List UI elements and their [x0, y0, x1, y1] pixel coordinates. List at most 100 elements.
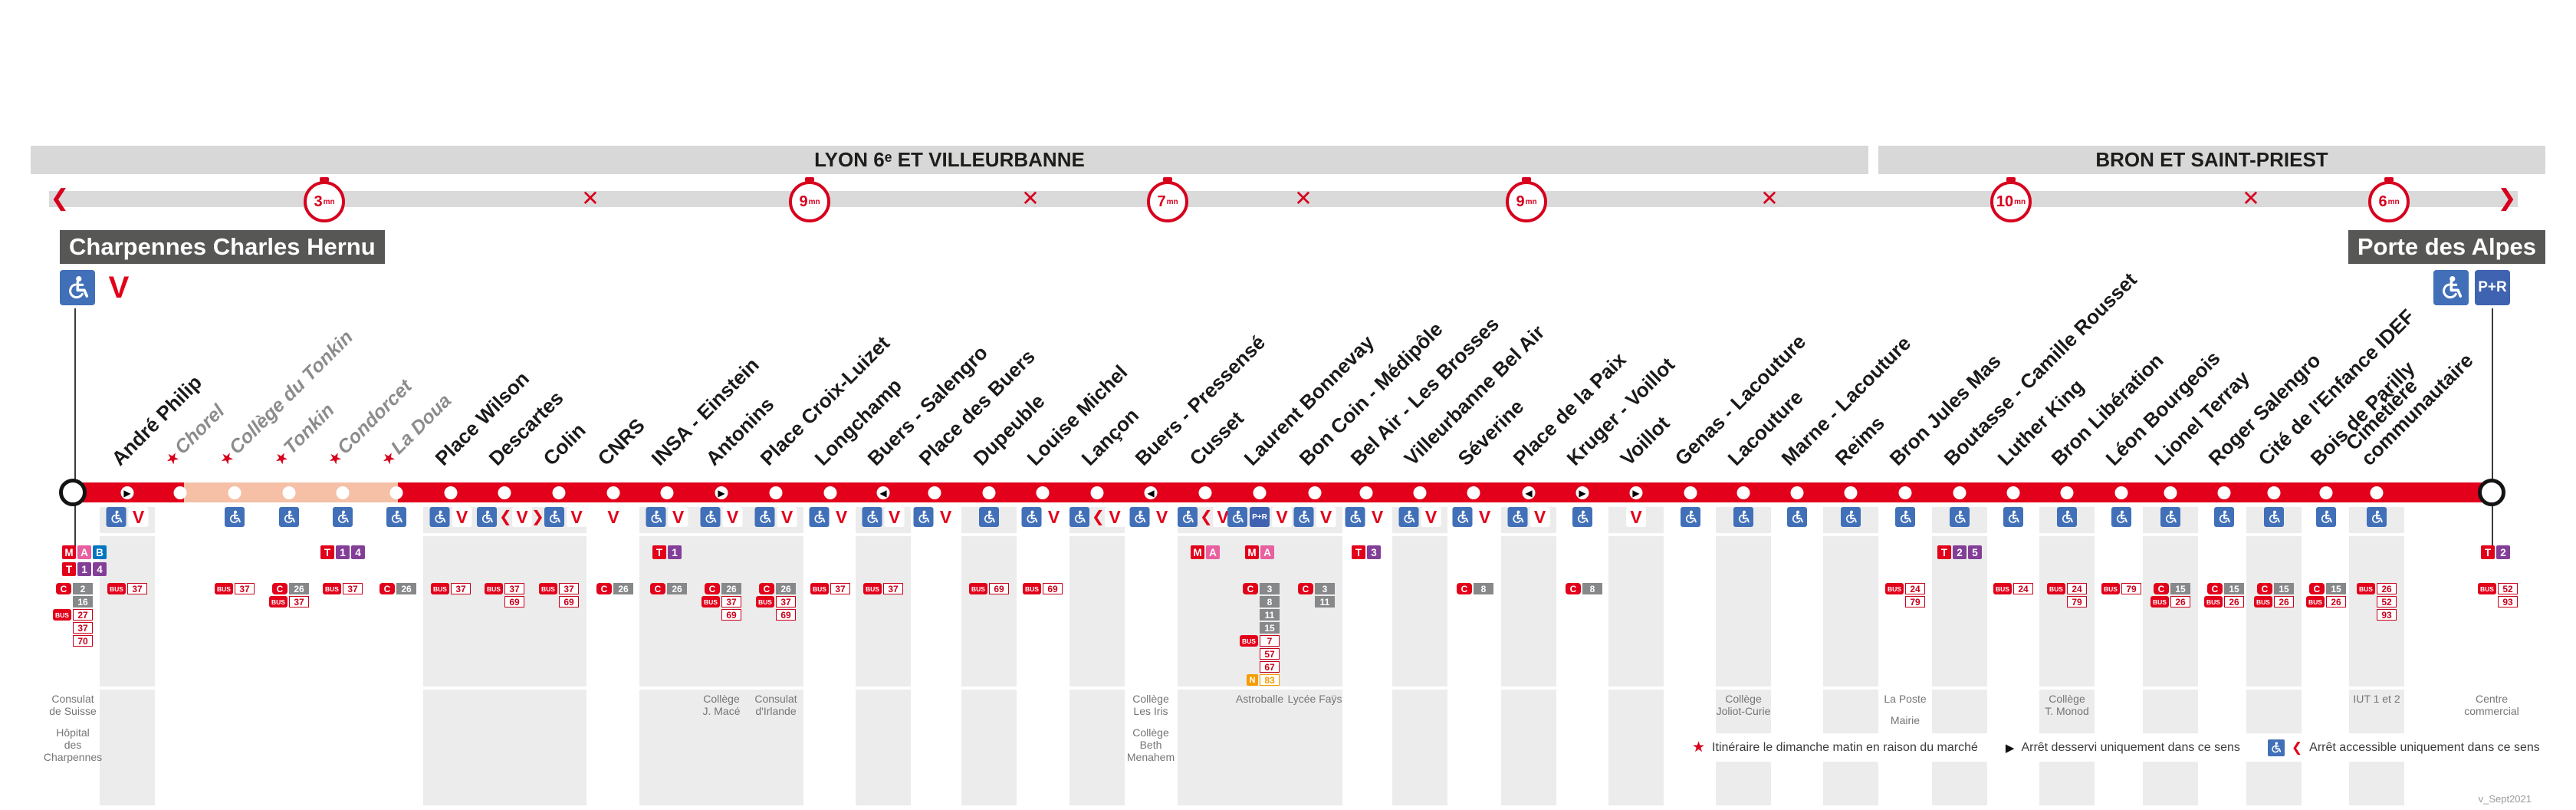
stop-icons: ❮V: [1070, 507, 1125, 527]
c-line-icon: C: [1566, 583, 1581, 594]
bus-connections-row: 15: [1260, 622, 1280, 634]
bus-icon: BUS: [2204, 596, 2223, 608]
stop-note: Collège Les Iris: [1132, 693, 1169, 717]
stop-icons: [2111, 507, 2131, 527]
stop-dot: [982, 486, 996, 499]
bus-number-badge: 37: [559, 583, 579, 594]
wheelchair-icon: [2214, 507, 2234, 527]
velov-icon: V: [1105, 507, 1125, 527]
direction-triangle-right-icon: ▶: [123, 487, 131, 499]
stop-notes: Consulat d'Irlande: [754, 693, 797, 717]
bus-connections-row: 52: [2377, 596, 2397, 608]
wheelchair-icon: [754, 507, 775, 527]
stop-column-band: [1070, 690, 1125, 805]
stop-notes: Collège T. Monod: [2045, 693, 2089, 717]
wheelchair-icon: [429, 507, 450, 527]
tram-line-badge: 5: [1968, 545, 1982, 559]
access-chevron-left-icon: ❮: [1200, 509, 1213, 525]
stop-dot: [1898, 486, 1912, 499]
stop-note: Consulat d'Irlande: [754, 693, 797, 717]
stop-icons: [1681, 507, 1700, 527]
bus-connections-row: 69: [776, 609, 796, 621]
wheelchair-icon: [1681, 507, 1700, 527]
cut-icon: ✕: [1021, 186, 1040, 210]
stop-column-band: [961, 536, 1017, 687]
stop-note: Astroballe: [1235, 693, 1284, 705]
velov-icon: V: [1474, 507, 1495, 527]
stop-dot: [928, 486, 941, 499]
wheelchair-icon: [913, 507, 934, 527]
stop-column-band: [639, 690, 695, 805]
stop-icons: [1572, 507, 1592, 527]
bus-connections-row: 79: [1905, 596, 1925, 608]
stop-column-band: [1178, 536, 1233, 687]
velov-icon: V: [777, 507, 797, 527]
stop-column-band: [1608, 536, 1664, 687]
stop-column-band: [1501, 690, 1556, 805]
bus-number-badge: 37: [343, 583, 363, 594]
bus-number-badge: 26: [2326, 596, 2346, 608]
stop-note: Lycée Faÿs: [1287, 693, 1342, 705]
access-chevron-left-icon: ❮: [2291, 739, 2303, 755]
stop-dot: [1790, 486, 1804, 499]
bus-number-badge: 26: [2224, 596, 2244, 608]
route-line: [73, 482, 2492, 502]
c-line-icon: C: [1243, 583, 1258, 594]
stop-icons: [386, 507, 406, 527]
stop-column-band: [2246, 536, 2302, 687]
stop-icons: V: [60, 270, 136, 305]
c-line-icon: C: [2257, 583, 2272, 594]
velov-icon: V: [101, 270, 136, 305]
wheelchair-icon: [477, 507, 497, 527]
stop-column-band: [694, 690, 749, 805]
direction-triangle-right-icon: ▶: [1579, 487, 1586, 499]
chevron-right-icon: ❯: [2497, 186, 2517, 211]
stop-dot: [2060, 486, 2074, 499]
stop-column-band: [477, 536, 532, 687]
wheelchair-icon: [1227, 507, 1247, 527]
timer-unit: mn: [323, 197, 335, 206]
bus-icon: BUS: [1993, 583, 2012, 594]
stop-icons: [2160, 507, 2180, 527]
wheelchair-icon: [1129, 507, 1150, 527]
stop-icons: V: [1626, 507, 1646, 527]
c-line-number-badge: 15: [2224, 583, 2244, 594]
velov-icon: V: [1316, 507, 1336, 527]
bus-number-badge: 37: [504, 583, 524, 594]
stop-icons: [333, 507, 353, 527]
timer-minutes: 9: [1516, 193, 1525, 210]
stop-dot: [2164, 486, 2177, 499]
bus-icon: BUS: [2254, 596, 2272, 608]
access-chevron-left-icon: ❮: [1092, 509, 1105, 525]
wheelchair-icon: [225, 507, 245, 527]
cut-icon: ✕: [581, 186, 600, 210]
c-line-number-badge: 15: [2274, 583, 2294, 594]
wheelchair-icon: [1452, 507, 1473, 527]
stop-name-label: CNRS: [593, 413, 649, 469]
stop-column-band: [961, 690, 1017, 805]
wheelchair-icon: [2057, 507, 2077, 527]
bus-number-badge: 37: [830, 583, 850, 594]
